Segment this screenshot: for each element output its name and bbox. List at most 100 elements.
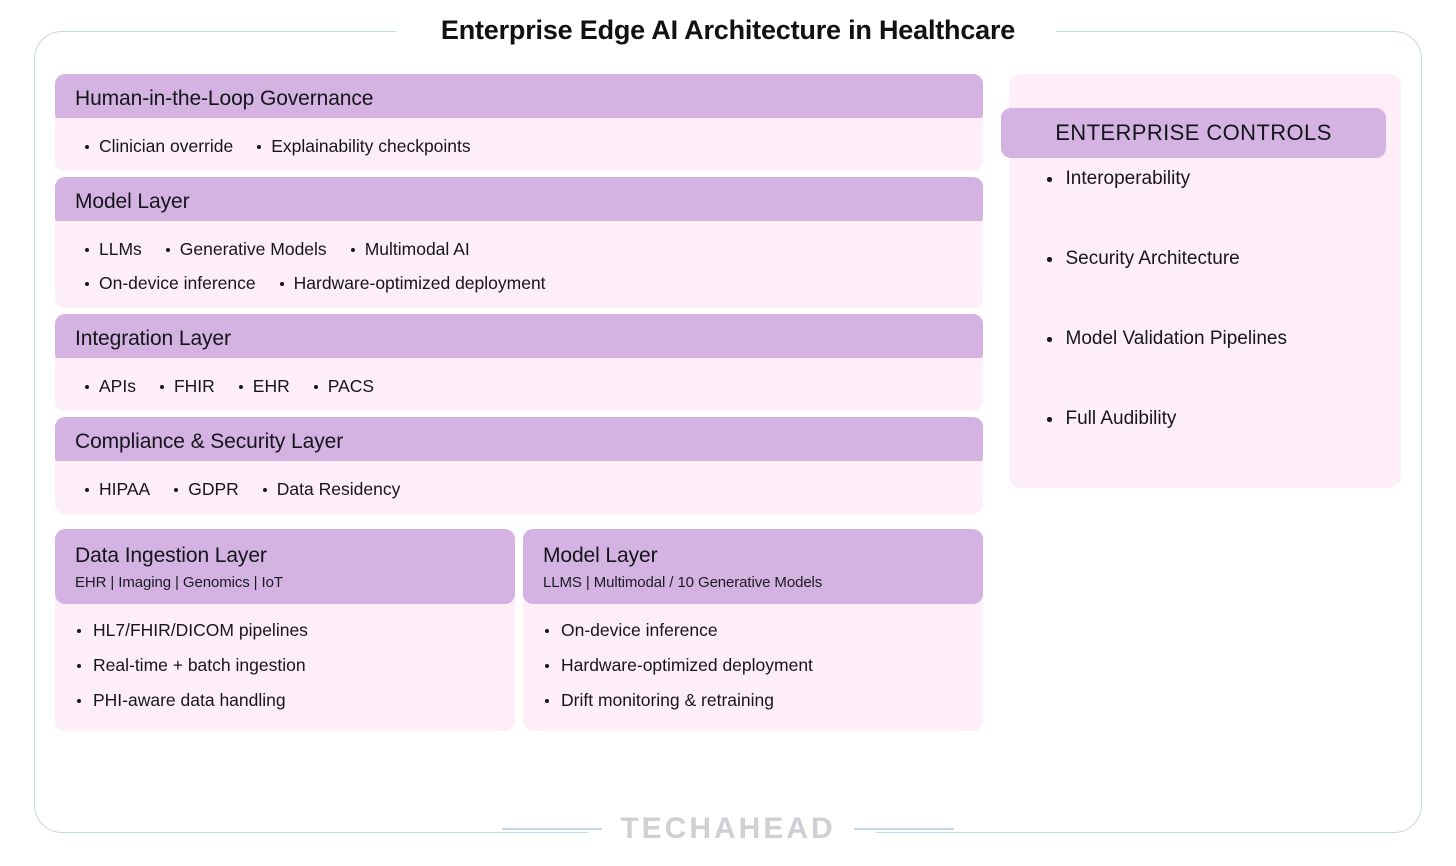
bullet-dot-icon: [174, 487, 179, 492]
bullet-dot-icon: [85, 144, 89, 149]
bullet-dot-icon: [545, 629, 549, 634]
list-item: Real-time + batch ingestion: [77, 655, 493, 676]
bullet-row: On-device inference Hardware-optimized d…: [85, 273, 953, 294]
bullet-dot-icon: [238, 384, 243, 389]
frame-footer-gap: [588, 820, 876, 848]
layer-content: Clinician override Explainability checkp…: [55, 118, 983, 171]
bullet-dot-icon: [77, 629, 81, 634]
bullet-dot-icon: [1047, 177, 1052, 182]
bullet-item: HIPAA: [85, 479, 150, 500]
layer-content: LLMs Generative Models Multimodal AI On-…: [55, 221, 983, 308]
bullet-label: Explainability checkpoints: [271, 136, 471, 156]
watermark-rule-right: [853, 828, 954, 830]
bullet-item: On-device inference: [85, 273, 256, 294]
layer-section: Compliance & Security Layer HIPAA GDPR D…: [55, 417, 983, 514]
bullet-item: APIs: [85, 376, 136, 397]
bullet-label: Clinician override: [99, 136, 234, 156]
bullet-label: Multimodal AI: [364, 239, 470, 259]
layer-content: HIPAA GDPR Data Residency: [55, 461, 983, 514]
bullet-item: EHR: [238, 376, 290, 397]
bullet-item: LLMs: [85, 239, 142, 260]
bullet-dot-icon: [77, 699, 81, 704]
bullet-label: Hardware-optimized deployment: [293, 273, 546, 293]
list-item-label: Interoperability: [1065, 168, 1191, 189]
bullet-dot-icon: [85, 247, 89, 252]
bullet-dot-icon: [85, 281, 89, 286]
bullet-item: Clinician override: [85, 136, 233, 157]
enterprise-controls-column: ENTERPRISE CONTROLS Interoperability Sec…: [1001, 74, 1401, 488]
bullet-dot-icon: [165, 247, 170, 252]
card-header: Model Layer LLMS | Multimodal / 10 Gener…: [523, 529, 983, 605]
bullet-label: On-device inference: [99, 273, 256, 293]
bullet-dot-icon: [1047, 257, 1052, 262]
footer-watermark: TECHAHEAD: [0, 812, 1456, 846]
list-item-label: Real-time + batch ingestion: [93, 655, 306, 676]
bullet-dot-icon: [159, 384, 164, 389]
list-item-label: Hardware-optimized deployment: [561, 655, 813, 676]
list-item: Model Validation Pipelines: [1047, 328, 1401, 350]
bullet-dot-icon: [85, 487, 89, 492]
bullet-dot-icon: [85, 384, 89, 389]
list-item: Hardware-optimized deployment: [545, 655, 961, 676]
bullet-label: FHIR: [173, 376, 215, 396]
bullet-label: GDPR: [188, 479, 239, 499]
bullet-item: FHIR: [159, 376, 215, 397]
bullet-dot-icon: [545, 699, 549, 704]
bullet-item: Hardware-optimized deployment: [279, 273, 546, 294]
bullet-label: Generative Models: [179, 239, 327, 259]
bullet-item: PACS: [313, 376, 375, 397]
watermark-logo-text: TECHAHEAD: [620, 812, 836, 845]
bullet-row: APIs FHIR EHR PACS: [85, 376, 953, 397]
list-item-label: Drift monitoring & retraining: [561, 690, 774, 711]
diagram-body: Human-in-the-Loop Governance Clinician o…: [55, 74, 1401, 732]
card-content: On-device inference Hardware-optimized d…: [523, 604, 983, 732]
card-header: Data Ingestion Layer EHR | Imaging | Gen…: [55, 529, 515, 605]
layer-section: Integration Layer APIs FHIR EHR PACS: [55, 314, 983, 411]
card-subtitle: LLMS | Multimodal / 10 Generative Models: [543, 574, 823, 592]
bottom-card-row: Data Ingestion Layer EHR | Imaging | Gen…: [55, 529, 983, 732]
layer-section: Human-in-the-Loop Governance Clinician o…: [55, 74, 983, 171]
list-item: Interoperability: [1047, 168, 1401, 190]
page-title: Enterprise Edge AI Architecture in Healt…: [440, 15, 1016, 45]
bullet-dot-icon: [350, 247, 355, 252]
list-item-label: On-device inference: [561, 620, 718, 641]
bullet-row: HIPAA GDPR Data Residency: [85, 479, 953, 500]
card-subtitle: EHR | Imaging | Genomics | IoT: [75, 574, 283, 592]
bullet-label: Data Residency: [276, 479, 401, 499]
watermark-rule-left: [502, 828, 603, 830]
bullet-dot-icon: [313, 384, 318, 389]
bullet-dot-icon: [545, 664, 549, 669]
bullet-dot-icon: [257, 144, 262, 149]
bullet-dot-icon: [1047, 417, 1052, 422]
list-item: On-device inference: [545, 620, 961, 641]
bullet-label: PACS: [327, 376, 375, 396]
card-content: HL7/FHIR/DICOM pipelines Real-time + bat…: [55, 604, 515, 732]
bullet-row: LLMs Generative Models Multimodal AI: [85, 239, 953, 260]
bullet-dot-icon: [77, 664, 81, 669]
layer-header: Integration Layer: [55, 314, 983, 364]
list-item: Drift monitoring & retraining: [545, 690, 961, 711]
bullet-row: Clinician override Explainability checkp…: [85, 136, 953, 157]
bullet-item: GDPR: [174, 479, 239, 500]
card-title: Model Layer: [543, 544, 658, 567]
bullet-item: Data Residency: [262, 479, 401, 500]
list-item-label: HL7/FHIR/DICOM pipelines: [93, 620, 308, 641]
layer-stack: Human-in-the-Loop Governance Clinician o…: [55, 74, 983, 732]
list-item-label: PHI-aware data handling: [93, 690, 286, 711]
bullet-label: APIs: [99, 376, 136, 396]
layer-header: Compliance & Security Layer: [55, 417, 983, 467]
bullet-item: Generative Models: [165, 239, 327, 260]
list-item-label: Security Architecture: [1065, 248, 1240, 269]
list-item-label: Full Audibility: [1065, 408, 1177, 429]
enterprise-controls-heading: ENTERPRISE CONTROLS: [1001, 108, 1386, 158]
bullet-dot-icon: [262, 487, 267, 492]
bullet-label: EHR: [252, 376, 290, 396]
bullet-label: HIPAA: [99, 479, 151, 499]
card-model-layer: Model Layer LLMS | Multimodal / 10 Gener…: [523, 529, 983, 732]
list-item: Security Architecture: [1047, 248, 1401, 270]
layer-header: Human-in-the-Loop Governance: [55, 74, 983, 124]
list-item-label: Model Validation Pipelines: [1065, 328, 1287, 349]
bullet-item: Explainability checkpoints: [257, 136, 471, 157]
bullet-dot-icon: [279, 281, 284, 286]
